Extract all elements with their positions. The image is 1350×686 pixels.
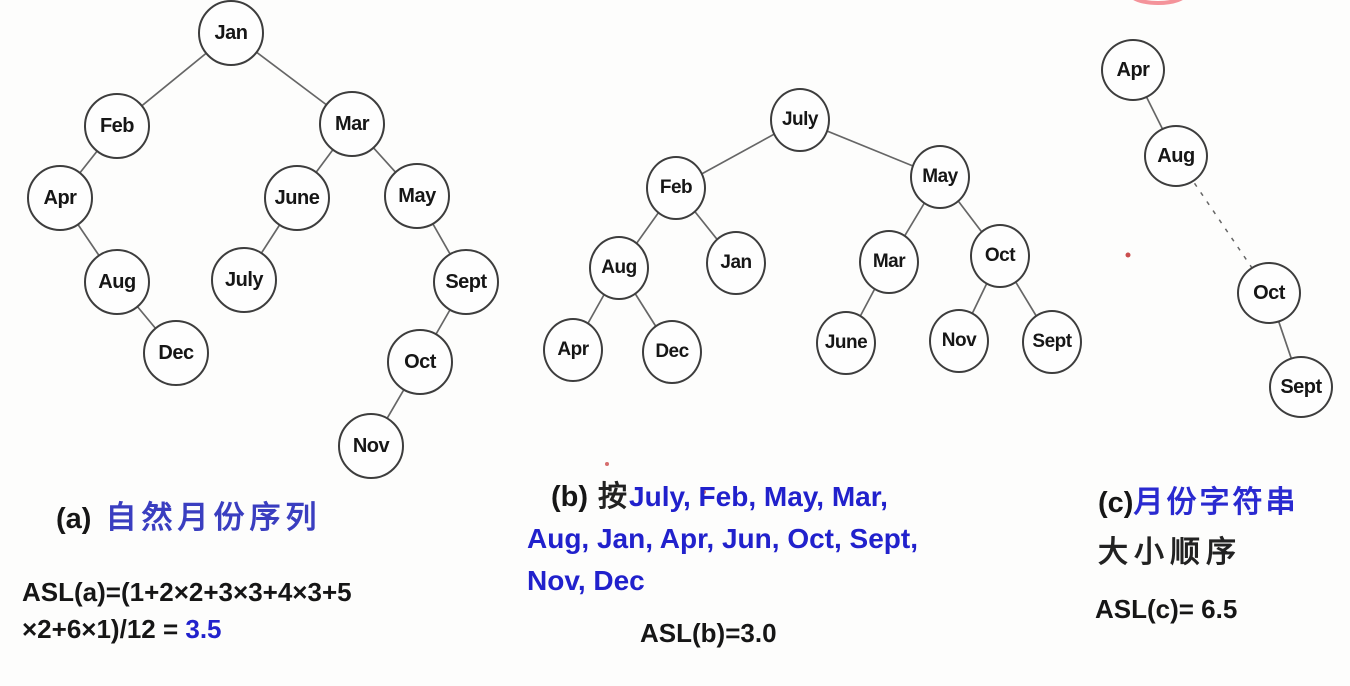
tree-a-node-aug: Aug [84, 249, 150, 315]
tree-a-node-feb: Feb [84, 93, 150, 159]
tree-a-node-may: May [384, 163, 450, 229]
caption-a-label: (a) [56, 503, 92, 535]
red-dot-mark [605, 462, 609, 466]
caption-c-line2: 大小顺序 [1098, 535, 1242, 570]
tree-b-node-feb: Feb [646, 156, 706, 220]
tree-a-node-dec: Dec [143, 320, 209, 386]
red-arc-mark [1133, 0, 1183, 5]
tree-c-node-oct: Oct [1237, 262, 1301, 324]
tree-a-node-oct: Oct [387, 329, 453, 395]
tree-a-node-mar: Mar [319, 91, 385, 157]
asl-a-formula-line2: ×2+6×1)/12 = 3.5 [22, 611, 352, 648]
caption-b-prefix: 按 [598, 479, 628, 513]
asl-a-formula: ASL(a)=(1+2×2+3×3+4×3+5 ×2+6×1)/12 = 3.5 [22, 574, 352, 648]
caption-c-text: 月份字符串 [1133, 485, 1299, 520]
tree-a-node-june: June [264, 165, 330, 231]
tree-b-node-aug: Aug [589, 236, 649, 300]
caption-b-months-1: July, Feb, May, Mar, [629, 481, 888, 512]
caption-b: (b) 按July, Feb, May, Mar, Aug, Jan, Apr, … [527, 475, 918, 602]
caption-b-label: (b) [551, 481, 589, 513]
tree-c-node-aug: Aug [1144, 125, 1208, 187]
caption-a-text: 自然月份序列 [105, 500, 322, 536]
tree-c-node-sept: Sept [1269, 356, 1333, 418]
caption-c-label: (c) [1098, 487, 1134, 519]
caption-b-months-3: Nov, Dec [527, 565, 645, 596]
red-dot-mark [1125, 252, 1131, 258]
tree-b-node-june: June [816, 311, 876, 375]
tree-b-node-jan: Jan [706, 231, 766, 295]
tree-b-node-apr: Apr [543, 318, 603, 382]
asl-b-value: ASL(b)=3.0 [640, 618, 777, 648]
tree-c-node-apr: Apr [1101, 39, 1165, 101]
tree-a-node-jan: Jan [198, 0, 264, 66]
tree-c-edges [1132, 69, 1302, 388]
tree-a-node-sept: Sept [433, 249, 499, 315]
caption-a: (a) 自然月份序列 [56, 492, 321, 537]
tree-b-node-may: May [910, 145, 970, 209]
tree-a-node-nov: Nov [338, 413, 404, 479]
asl-a-formula-line2-prefix: ×2+6×1)/12 = [22, 614, 186, 644]
caption-c: (c)月份字符串 大小顺序 [1098, 477, 1298, 571]
caption-b-line1: (b) 按July, Feb, May, Mar, [527, 475, 918, 518]
tree-a-node-apr: Apr [27, 165, 93, 231]
asl-c-value: ASL(c)= 6.5 [1095, 594, 1238, 624]
tree-b-node-oct: Oct [970, 224, 1030, 288]
asl-a-formula-line1: ASL(a)=(1+2×2+3×3+4×3+5 [22, 577, 352, 607]
asl-a-result-value: 3.5 [185, 614, 222, 644]
tree-b-node-mar: Mar [859, 230, 919, 294]
caption-b-months-2: Aug, Jan, Apr, Jun, Oct, Sept, [527, 523, 919, 554]
red-dot-mark [702, 490, 706, 494]
caption-c-line1: (c)月份字符串 [1098, 477, 1298, 521]
tree-b-node-sept: Sept [1022, 310, 1082, 374]
tree-b-node-july: July [770, 88, 830, 152]
tree-a-node-july: July [211, 247, 277, 313]
tree-b-node-dec: Dec [642, 320, 702, 384]
tree-b-node-nov: Nov [929, 309, 989, 373]
